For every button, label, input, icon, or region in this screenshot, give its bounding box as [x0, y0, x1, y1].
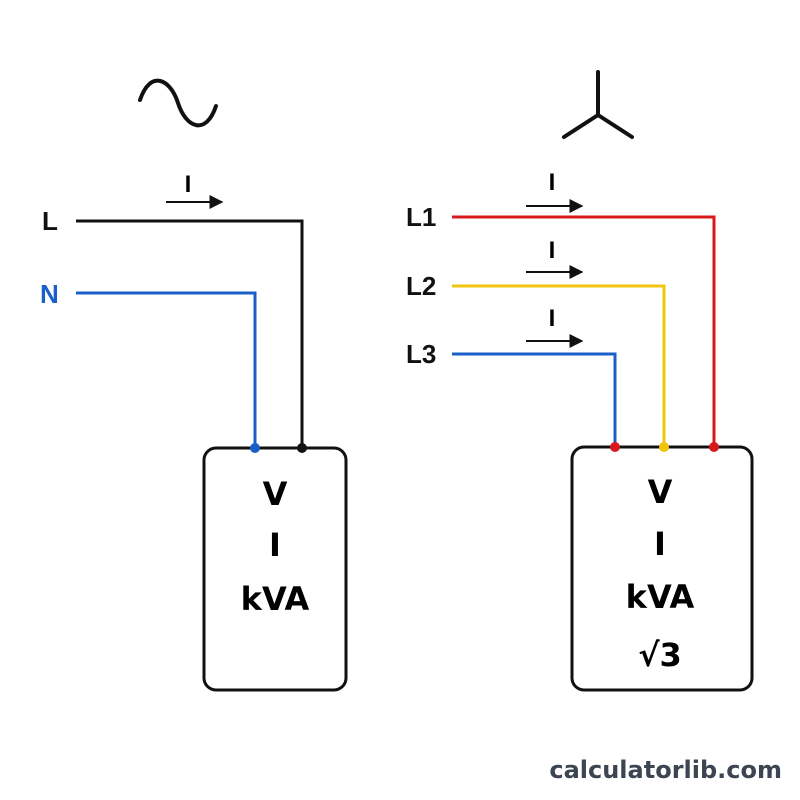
terminal-L2: [659, 442, 669, 452]
current-label-L1: I: [549, 169, 556, 196]
box-single-i: I: [269, 526, 281, 564]
box-three-sqrt3: √3: [638, 636, 682, 674]
line-label-L3: L3: [406, 339, 436, 369]
box-three-i: I: [654, 525, 666, 563]
ac-sine-icon: [138, 78, 218, 128]
terminal-L: [297, 443, 307, 453]
current-label-single: I: [185, 171, 192, 198]
wye-icon: [562, 70, 634, 139]
box-single-v: V: [263, 475, 288, 513]
wire-L1: [452, 215, 716, 447]
terminal-L1: [709, 442, 719, 452]
line-label-L1: L1: [406, 202, 436, 232]
meter-box-single: [202, 446, 348, 692]
current-label-L2: I: [549, 237, 556, 264]
brand-watermark: calculatorlib.com: [549, 756, 782, 784]
wire-L: [76, 219, 304, 448]
line-label-L: L: [42, 206, 58, 236]
current-label-L3: I: [549, 305, 556, 332]
wire-L2: [452, 284, 666, 447]
terminal-L3: [610, 442, 620, 452]
wire-N: [76, 291, 257, 448]
box-three-v: V: [648, 473, 673, 511]
box-single-kva: kVA: [241, 580, 310, 618]
line-label-N: N: [40, 279, 59, 309]
line-label-L2: L2: [406, 271, 436, 301]
wire-L3: [452, 352, 617, 447]
box-three-kva: kVA: [626, 578, 695, 616]
terminal-N: [250, 443, 260, 453]
